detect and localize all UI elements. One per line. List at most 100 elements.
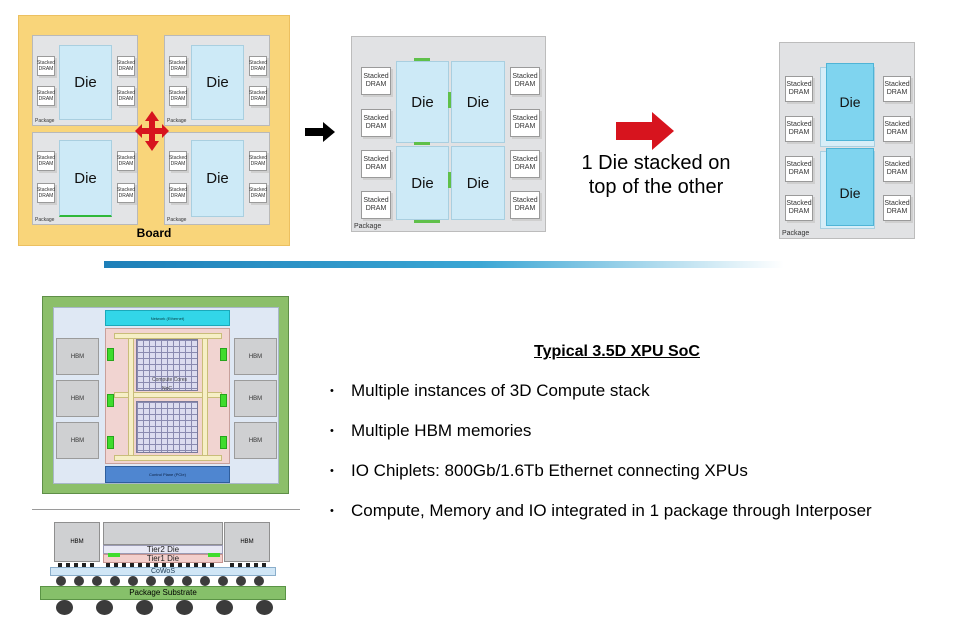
io-chiplet xyxy=(107,436,114,449)
hbm-block: HBM xyxy=(234,338,277,375)
die: Die xyxy=(451,146,505,220)
die: Die xyxy=(191,45,244,120)
hbm-block: HBM xyxy=(234,422,277,459)
c4-bump xyxy=(56,576,66,586)
io-chiplet xyxy=(108,553,120,557)
compute-die-top xyxy=(103,522,223,545)
die: Die xyxy=(59,45,112,120)
compute-core-grid xyxy=(136,339,198,391)
bullet-item: Compute, Memory and IO integrated in 1 p… xyxy=(330,501,950,521)
micro-bump xyxy=(130,563,134,567)
bga-ball xyxy=(96,600,113,615)
micro-bump xyxy=(162,563,166,567)
micro-bump xyxy=(114,563,118,567)
interconnect xyxy=(414,58,430,61)
c4-bump xyxy=(146,576,156,586)
noc-horizontal xyxy=(114,455,222,461)
package-label: Package xyxy=(354,223,382,230)
separator-line xyxy=(32,509,300,510)
interconnect xyxy=(448,92,451,108)
micro-bump xyxy=(262,563,266,567)
xpu-title: Typical 3.5D XPU SoC xyxy=(534,343,700,360)
stacked-caption-line2: top of the other xyxy=(588,176,724,198)
upper-die: Die xyxy=(826,148,874,226)
interconnect xyxy=(448,172,451,188)
micro-bump xyxy=(106,563,110,567)
micro-bump xyxy=(246,563,250,567)
io-chiplet xyxy=(220,394,227,407)
c4-bump xyxy=(92,576,102,586)
die: Die xyxy=(59,140,112,217)
bullet-item: Multiple instances of 3D Compute stack xyxy=(330,381,950,401)
hbm-block: HBM xyxy=(234,380,277,417)
micro-bump xyxy=(238,563,242,567)
micro-bump xyxy=(58,563,62,567)
package-label: Package xyxy=(35,217,55,223)
hbm-block: HBM xyxy=(56,338,99,375)
c4-bump xyxy=(110,576,120,586)
package-label: Package xyxy=(167,118,187,124)
micro-bump xyxy=(82,563,86,567)
io-chiplet xyxy=(107,348,114,361)
hbm-block: HBM xyxy=(56,422,99,459)
micro-bump xyxy=(210,563,214,567)
micro-bump xyxy=(74,563,78,567)
micro-bump xyxy=(146,563,150,567)
package-label: Package xyxy=(167,217,187,223)
io-chiplet xyxy=(220,436,227,449)
hbm-block: HBM xyxy=(56,380,99,417)
c4-bump xyxy=(74,576,84,586)
micro-bump xyxy=(90,563,94,567)
c4-bump xyxy=(218,576,228,586)
die: Die xyxy=(396,61,449,143)
noc-vertical xyxy=(128,337,134,457)
c4-bump xyxy=(164,576,174,586)
bga-ball xyxy=(56,600,73,615)
micro-bump xyxy=(66,563,70,567)
interposer: HBM HBM HBM HBM HBM HBM Network (Etherne… xyxy=(53,307,279,484)
hbm-stack-left: HBM xyxy=(54,522,100,562)
cowos-interposer: CoWoS xyxy=(50,567,276,576)
control-plane-chiplet: Control Plane (PCIe) xyxy=(105,466,230,483)
die: Die xyxy=(396,146,449,220)
hbm-stack-right: HBM xyxy=(224,522,270,562)
stacked-caption: 1 Die stacked on top of the other xyxy=(566,151,746,199)
noc-horizontal xyxy=(114,333,222,339)
die: Die xyxy=(451,61,505,143)
micro-bump xyxy=(170,563,174,567)
io-chiplet xyxy=(208,553,220,557)
micro-bump xyxy=(138,563,142,567)
package-label: Package xyxy=(35,118,55,124)
compute-core-grid xyxy=(136,401,198,453)
right-arrow-icon xyxy=(305,122,335,142)
